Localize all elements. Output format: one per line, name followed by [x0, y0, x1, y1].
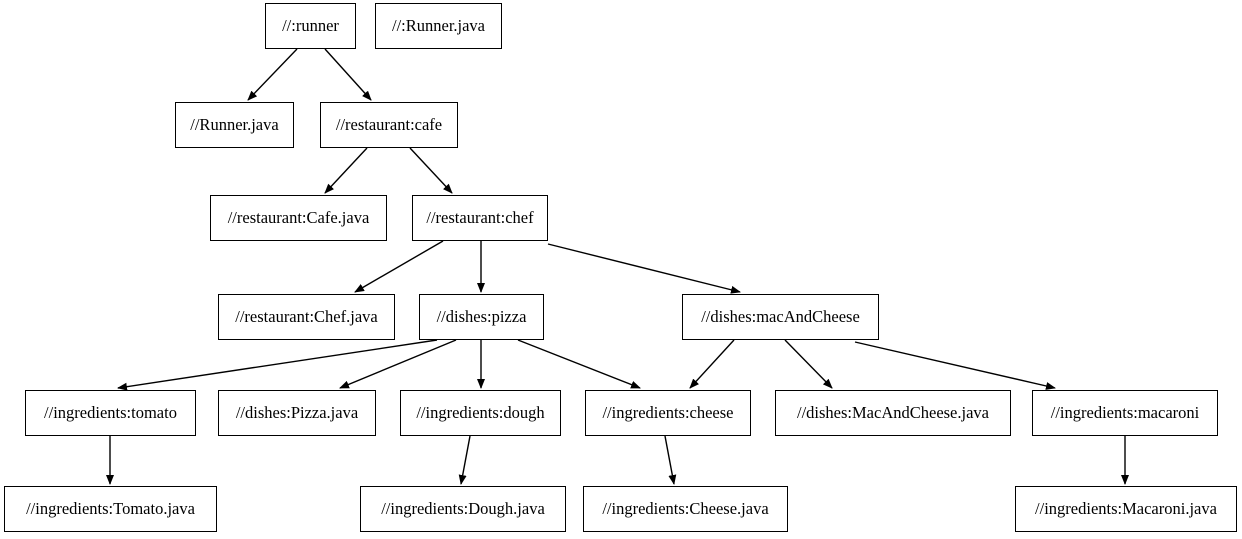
- graph-node-label: //dishes:Pizza.java: [235, 402, 359, 422]
- graph-edge-pizza-to-pizza_java: [339, 339, 457, 389]
- graph-node-label: //Runner.java: [190, 114, 279, 134]
- graph-edge-cafe-to-cafe_java: [324, 147, 368, 194]
- graph-node-label: //:Runner.java: [391, 15, 486, 35]
- graph-edge-cheese-to-cheese_java: [664, 435, 677, 485]
- graph-node-chef[interactable]: //restaurant:chef: [412, 195, 548, 241]
- graph-edge-chef-to-mac_and_cheese: [547, 243, 741, 294]
- graph-node-macaroni[interactable]: //ingredients:macaroni: [1032, 390, 1218, 436]
- graph-node-runner_java_root[interactable]: //:Runner.java: [375, 3, 502, 49]
- graph-node-label: //ingredients:Cheese.java: [602, 498, 769, 518]
- graph-node-pizza_java[interactable]: //dishes:Pizza.java: [218, 390, 376, 436]
- graph-edge-chef-to-chef_java: [354, 240, 444, 293]
- graph-node-mac_and_cheese_java[interactable]: //dishes:MacAndCheese.java: [775, 390, 1011, 436]
- graph-edge-mac_and_cheese-to-cheese: [689, 339, 735, 389]
- graph-edge-cafe-to-chef: [409, 147, 453, 194]
- graph-edge-runner-to-runner_java: [247, 48, 298, 101]
- graph-node-pizza[interactable]: //dishes:pizza: [419, 294, 544, 340]
- graph-node-dough[interactable]: //ingredients:dough: [400, 390, 561, 436]
- graph-edge-mac_and_cheese-to-mac_and_cheese_java: [784, 339, 833, 389]
- graph-node-cheese[interactable]: //ingredients:cheese: [585, 390, 751, 436]
- graph-node-tomato[interactable]: //ingredients:tomato: [25, 390, 196, 436]
- graph-node-label: //restaurant:Chef.java: [235, 306, 378, 326]
- graph-node-label: //ingredients:tomato: [44, 402, 177, 422]
- graph-node-dough_java[interactable]: //ingredients:Dough.java: [360, 486, 566, 532]
- graph-edge-mac_and_cheese-to-macaroni: [854, 341, 1056, 390]
- graph-node-mac_and_cheese[interactable]: //dishes:macAndCheese: [682, 294, 879, 340]
- graph-node-label: //:runner: [282, 15, 339, 35]
- graph-node-label: //dishes:macAndCheese: [701, 306, 860, 326]
- graph-node-label: //restaurant:chef: [426, 207, 534, 227]
- graph-node-tomato_java[interactable]: //ingredients:Tomato.java: [4, 486, 217, 532]
- graph-node-label: //ingredients:dough: [416, 402, 545, 422]
- graph-node-cafe_java[interactable]: //restaurant:Cafe.java: [210, 195, 387, 241]
- graph-edge-dough-to-dough_java: [458, 435, 471, 485]
- graph-node-macaroni_java[interactable]: //ingredients:Macaroni.java: [1015, 486, 1237, 532]
- graph-edge-pizza-to-cheese: [517, 339, 641, 389]
- graph-node-runner[interactable]: //:runner: [265, 3, 356, 49]
- graph-node-label: //dishes:pizza: [436, 306, 527, 326]
- graph-node-label: //ingredients:cheese: [602, 402, 734, 422]
- graph-node-label: //restaurant:Cafe.java: [227, 207, 370, 227]
- graph-node-cheese_java[interactable]: //ingredients:Cheese.java: [583, 486, 788, 532]
- graph-node-label: //ingredients:Macaroni.java: [1035, 498, 1217, 518]
- graph-node-label: //ingredients:Tomato.java: [26, 498, 195, 518]
- graph-node-label: //restaurant:cafe: [335, 114, 443, 134]
- graph-node-label: //ingredients:macaroni: [1050, 402, 1200, 422]
- graph-node-label: //dishes:MacAndCheese.java: [797, 402, 989, 422]
- graph-edge-pizza-to-tomato: [117, 339, 438, 391]
- graph-node-label: //ingredients:Dough.java: [381, 498, 545, 518]
- graph-edge-runner-to-cafe: [324, 48, 372, 101]
- graph-node-cafe[interactable]: //restaurant:cafe: [320, 102, 458, 148]
- graph-node-runner_java[interactable]: //Runner.java: [175, 102, 294, 148]
- graph-node-chef_java[interactable]: //restaurant:Chef.java: [218, 294, 395, 340]
